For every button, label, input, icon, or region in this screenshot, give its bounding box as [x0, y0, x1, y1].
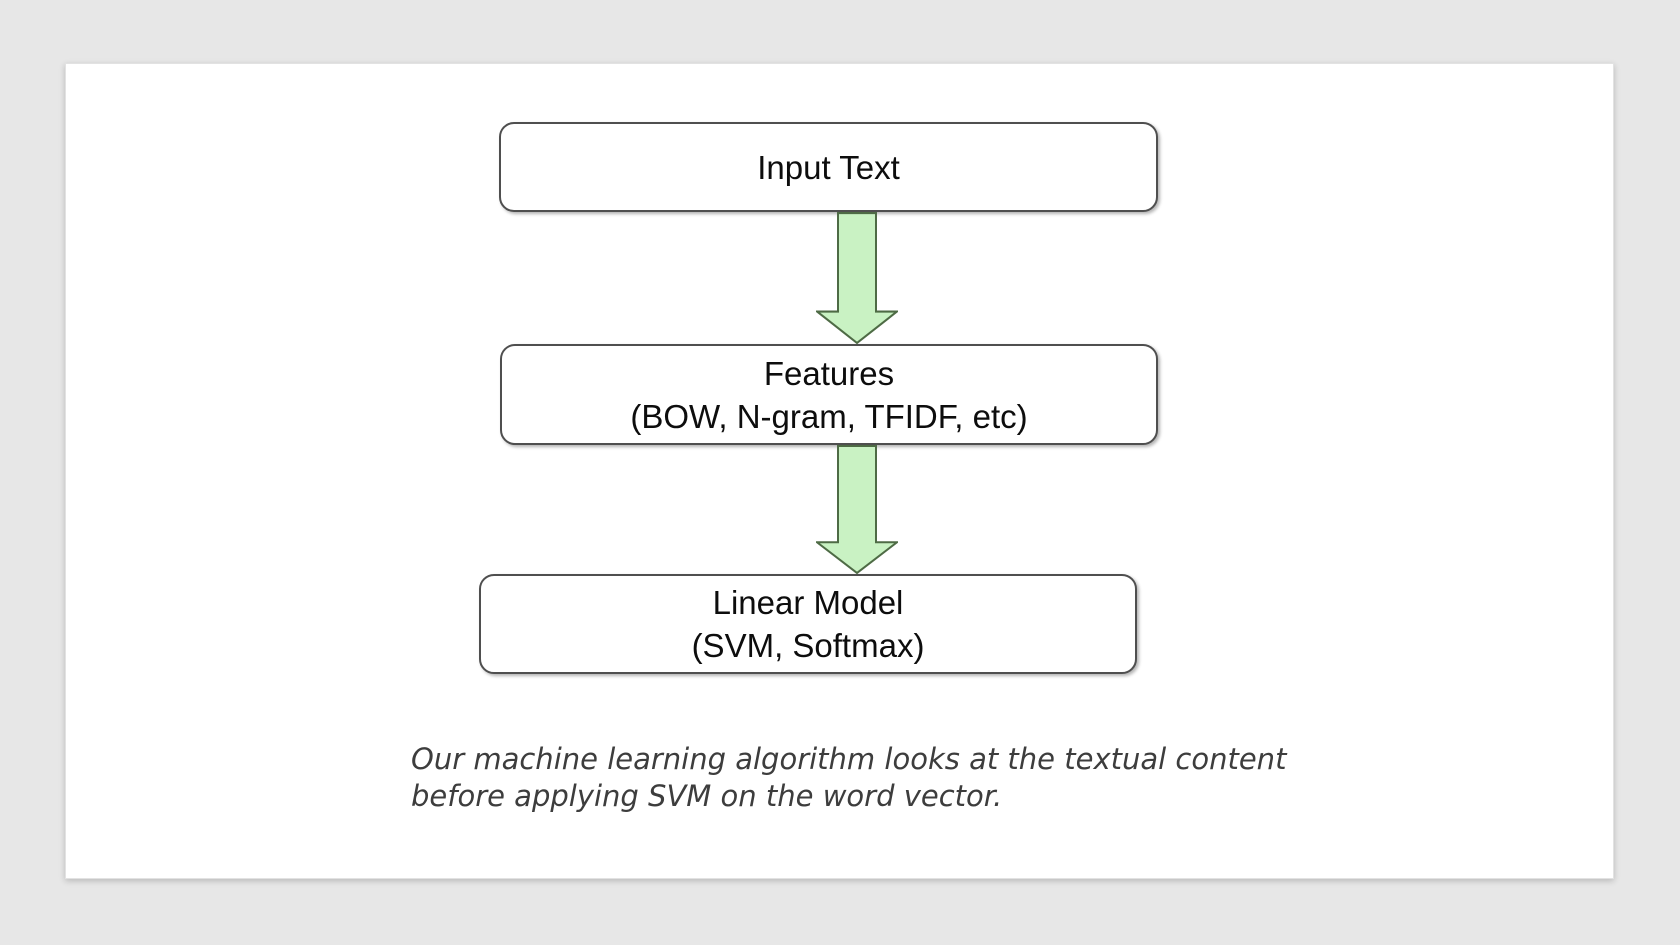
caption-line-2: before applying SVM on the word vector. [411, 779, 1003, 813]
down-arrow-icon [816, 445, 898, 574]
node-title: Linear Model [712, 584, 904, 621]
node-subtitle: (SVM, Softmax) [691, 627, 925, 664]
flow-node-input-text: Input Text [499, 122, 1158, 212]
caption: Our machine learning algorithm looks at … [411, 741, 1286, 815]
node-subtitle: (BOW, N-gram, TFIDF, etc) [630, 397, 1028, 435]
caption-line-1: Our machine learning algorithm looks at … [411, 742, 1287, 776]
slide-card: Input Text Features (BOW, N-gram, TFIDF,… [65, 63, 1614, 879]
down-arrow-icon [816, 212, 898, 344]
down-arrow-shape [816, 212, 898, 344]
flow-node-features: Features (BOW, N-gram, TFIDF, etc) [500, 344, 1158, 445]
node-title: Input Text [757, 148, 900, 186]
down-arrow-shape [816, 445, 898, 574]
flow-node-linear-model: Linear Model (SVM, Softmax) [479, 574, 1137, 674]
node-title: Features [763, 354, 895, 392]
